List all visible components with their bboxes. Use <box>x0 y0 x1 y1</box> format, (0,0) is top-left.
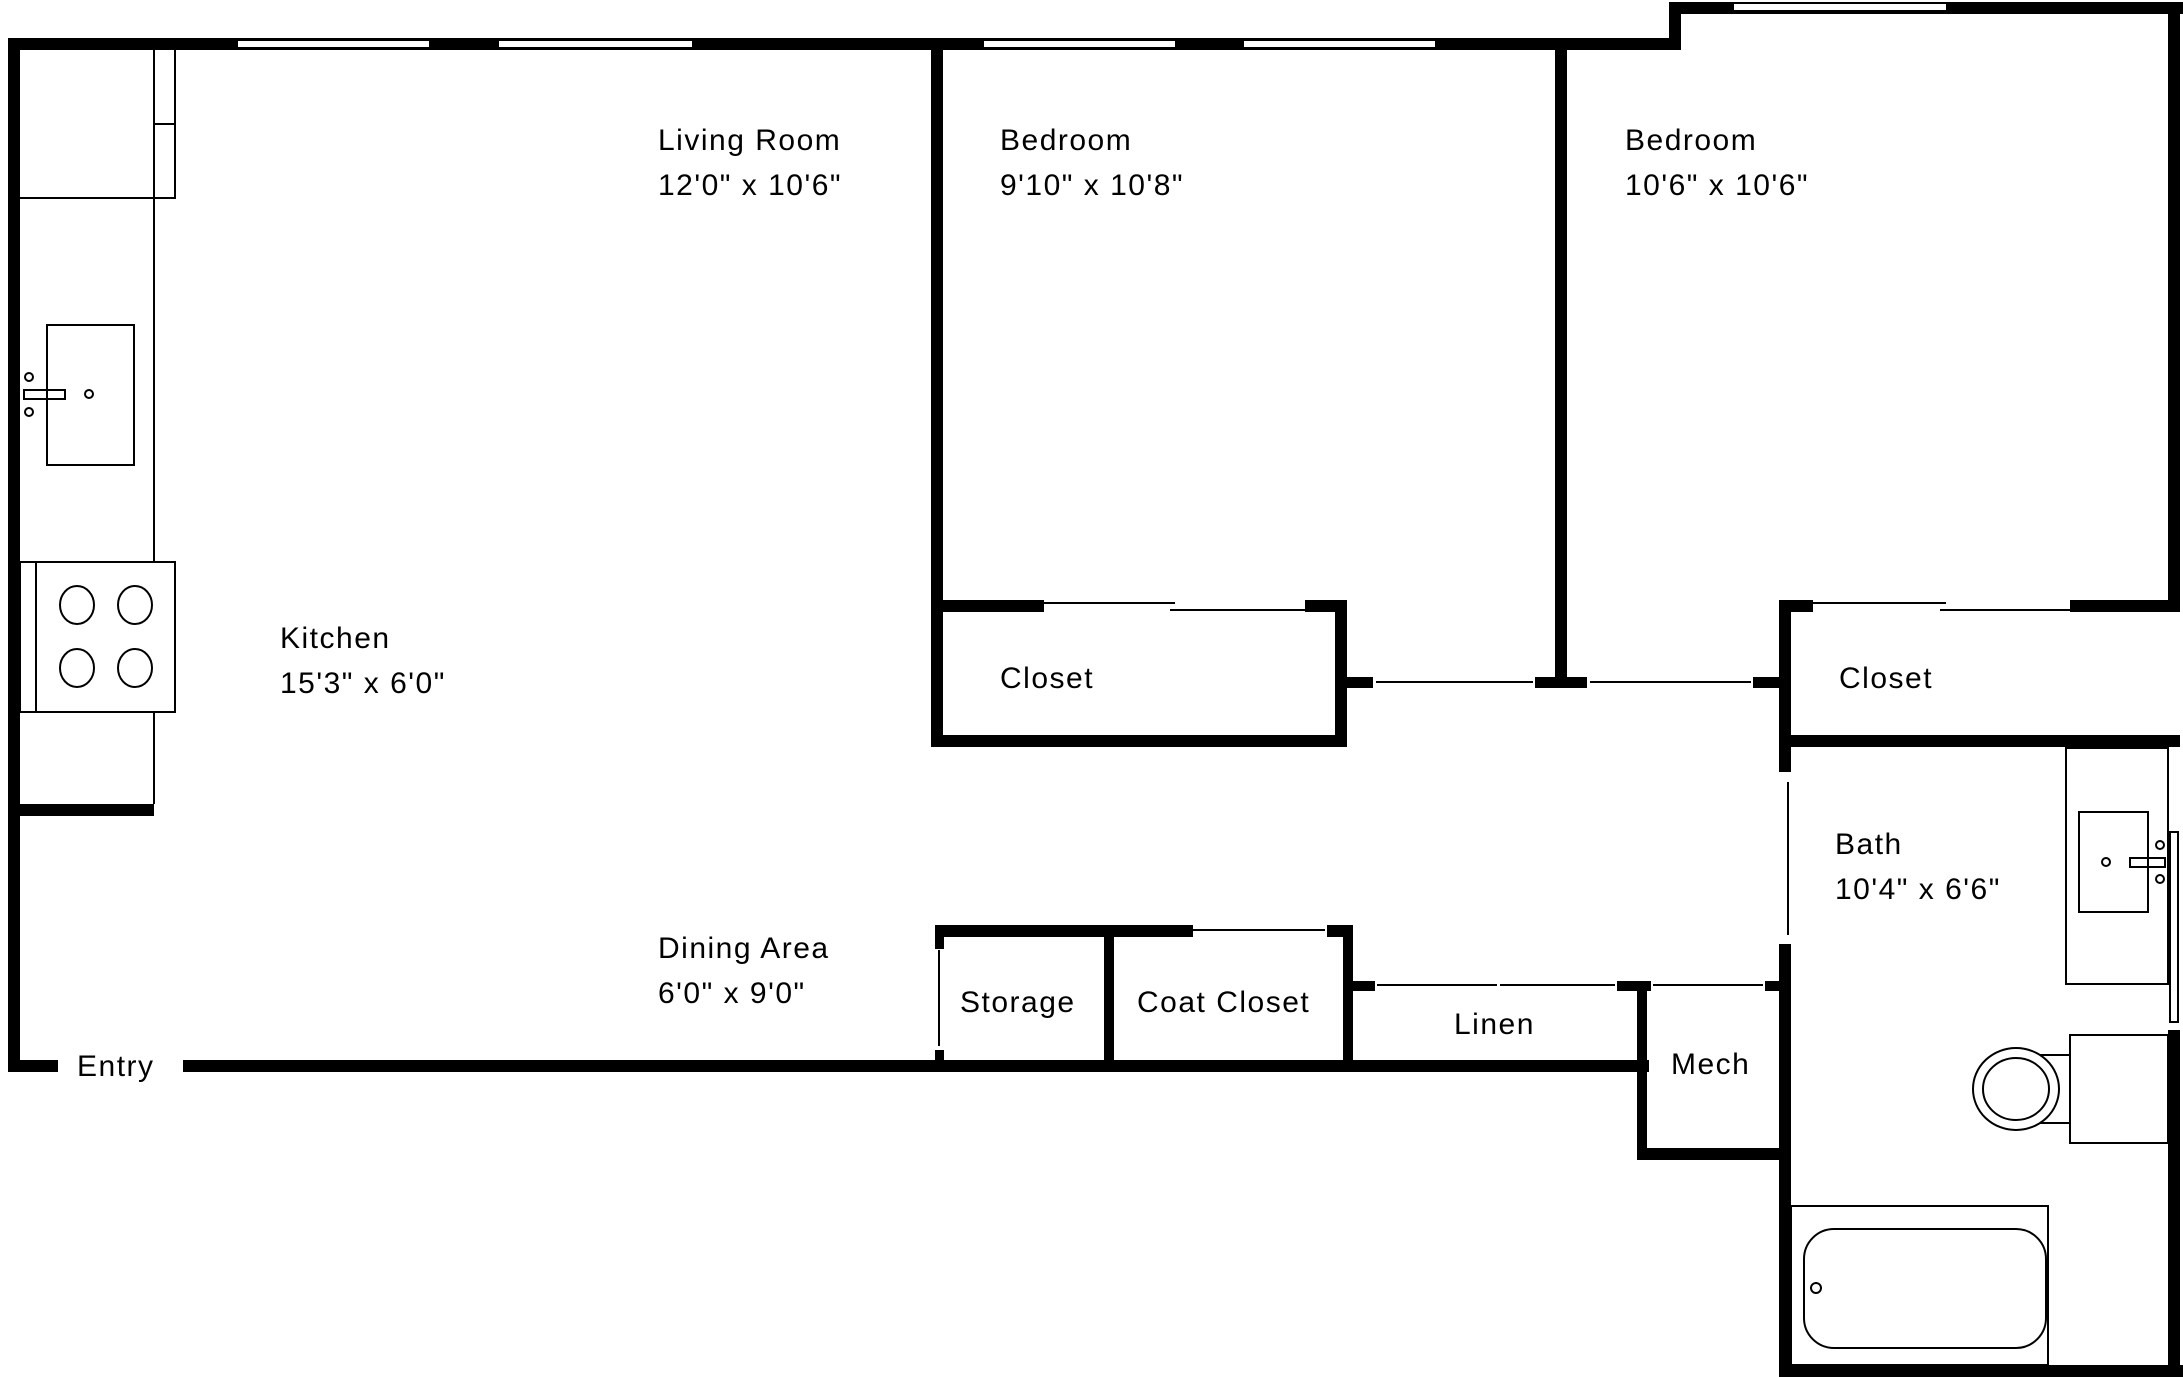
bathtub-icon <box>1790 1205 2049 1366</box>
doors <box>938 602 2070 1046</box>
space-label-mech: Mech <box>1671 1048 1751 1081</box>
room-dimensions: 15'3" x 6'0" <box>280 667 446 700</box>
space-label-entry: Entry <box>77 1050 155 1083</box>
room-label-bath: Bath 10'4" x 6'6" <box>1835 822 2001 912</box>
stove-icon <box>19 561 176 713</box>
room-name: Bedroom <box>1625 124 1758 157</box>
room-dimensions: 6'0" x 9'0" <box>658 977 806 1010</box>
kitchen-sink-icon <box>23 324 135 466</box>
windows <box>236 2 2179 1023</box>
room-name: Bedroom <box>1000 124 1133 157</box>
room-name: Dining Area <box>658 932 830 965</box>
room-name: Living Room <box>658 124 842 157</box>
bathroom-sink-icon <box>2078 811 2166 913</box>
room-dimensions: 10'4" x 6'6" <box>1835 873 2001 906</box>
room-dimensions: 10'6" x 10'6" <box>1625 169 1810 202</box>
room-label-kitchen: Kitchen 15'3" x 6'0" <box>280 616 446 706</box>
space-label-coat-closet: Coat Closet <box>1137 986 1311 1019</box>
room-label-living-room: Living Room 12'0" x 10'6" <box>658 118 842 208</box>
kitchen-counter <box>20 48 176 804</box>
room-name: Kitchen <box>280 622 391 655</box>
room-dimensions: 9'10" x 10'8" <box>1000 169 1185 202</box>
interior-walls <box>8 44 2180 1377</box>
room-label-bedroom-2: Bedroom 10'6" x 10'6" <box>1625 118 1809 208</box>
toilet-icon <box>1972 1034 2169 1144</box>
room-label-dining-area: Dining Area 6'0" x 9'0" <box>658 926 830 1016</box>
room-name: Bath <box>1835 828 1903 861</box>
bathroom-vanity <box>2065 747 2169 985</box>
room-dimensions: 12'0" x 10'6" <box>658 169 843 202</box>
room-label-bedroom-1: Bedroom 9'10" x 10'8" <box>1000 118 1184 208</box>
space-label-closet-2: Closet <box>1839 662 1934 695</box>
space-label-closet-1: Closet <box>1000 662 1095 695</box>
space-label-storage: Storage <box>960 986 1076 1019</box>
space-label-linen: Linen <box>1454 1008 1535 1041</box>
